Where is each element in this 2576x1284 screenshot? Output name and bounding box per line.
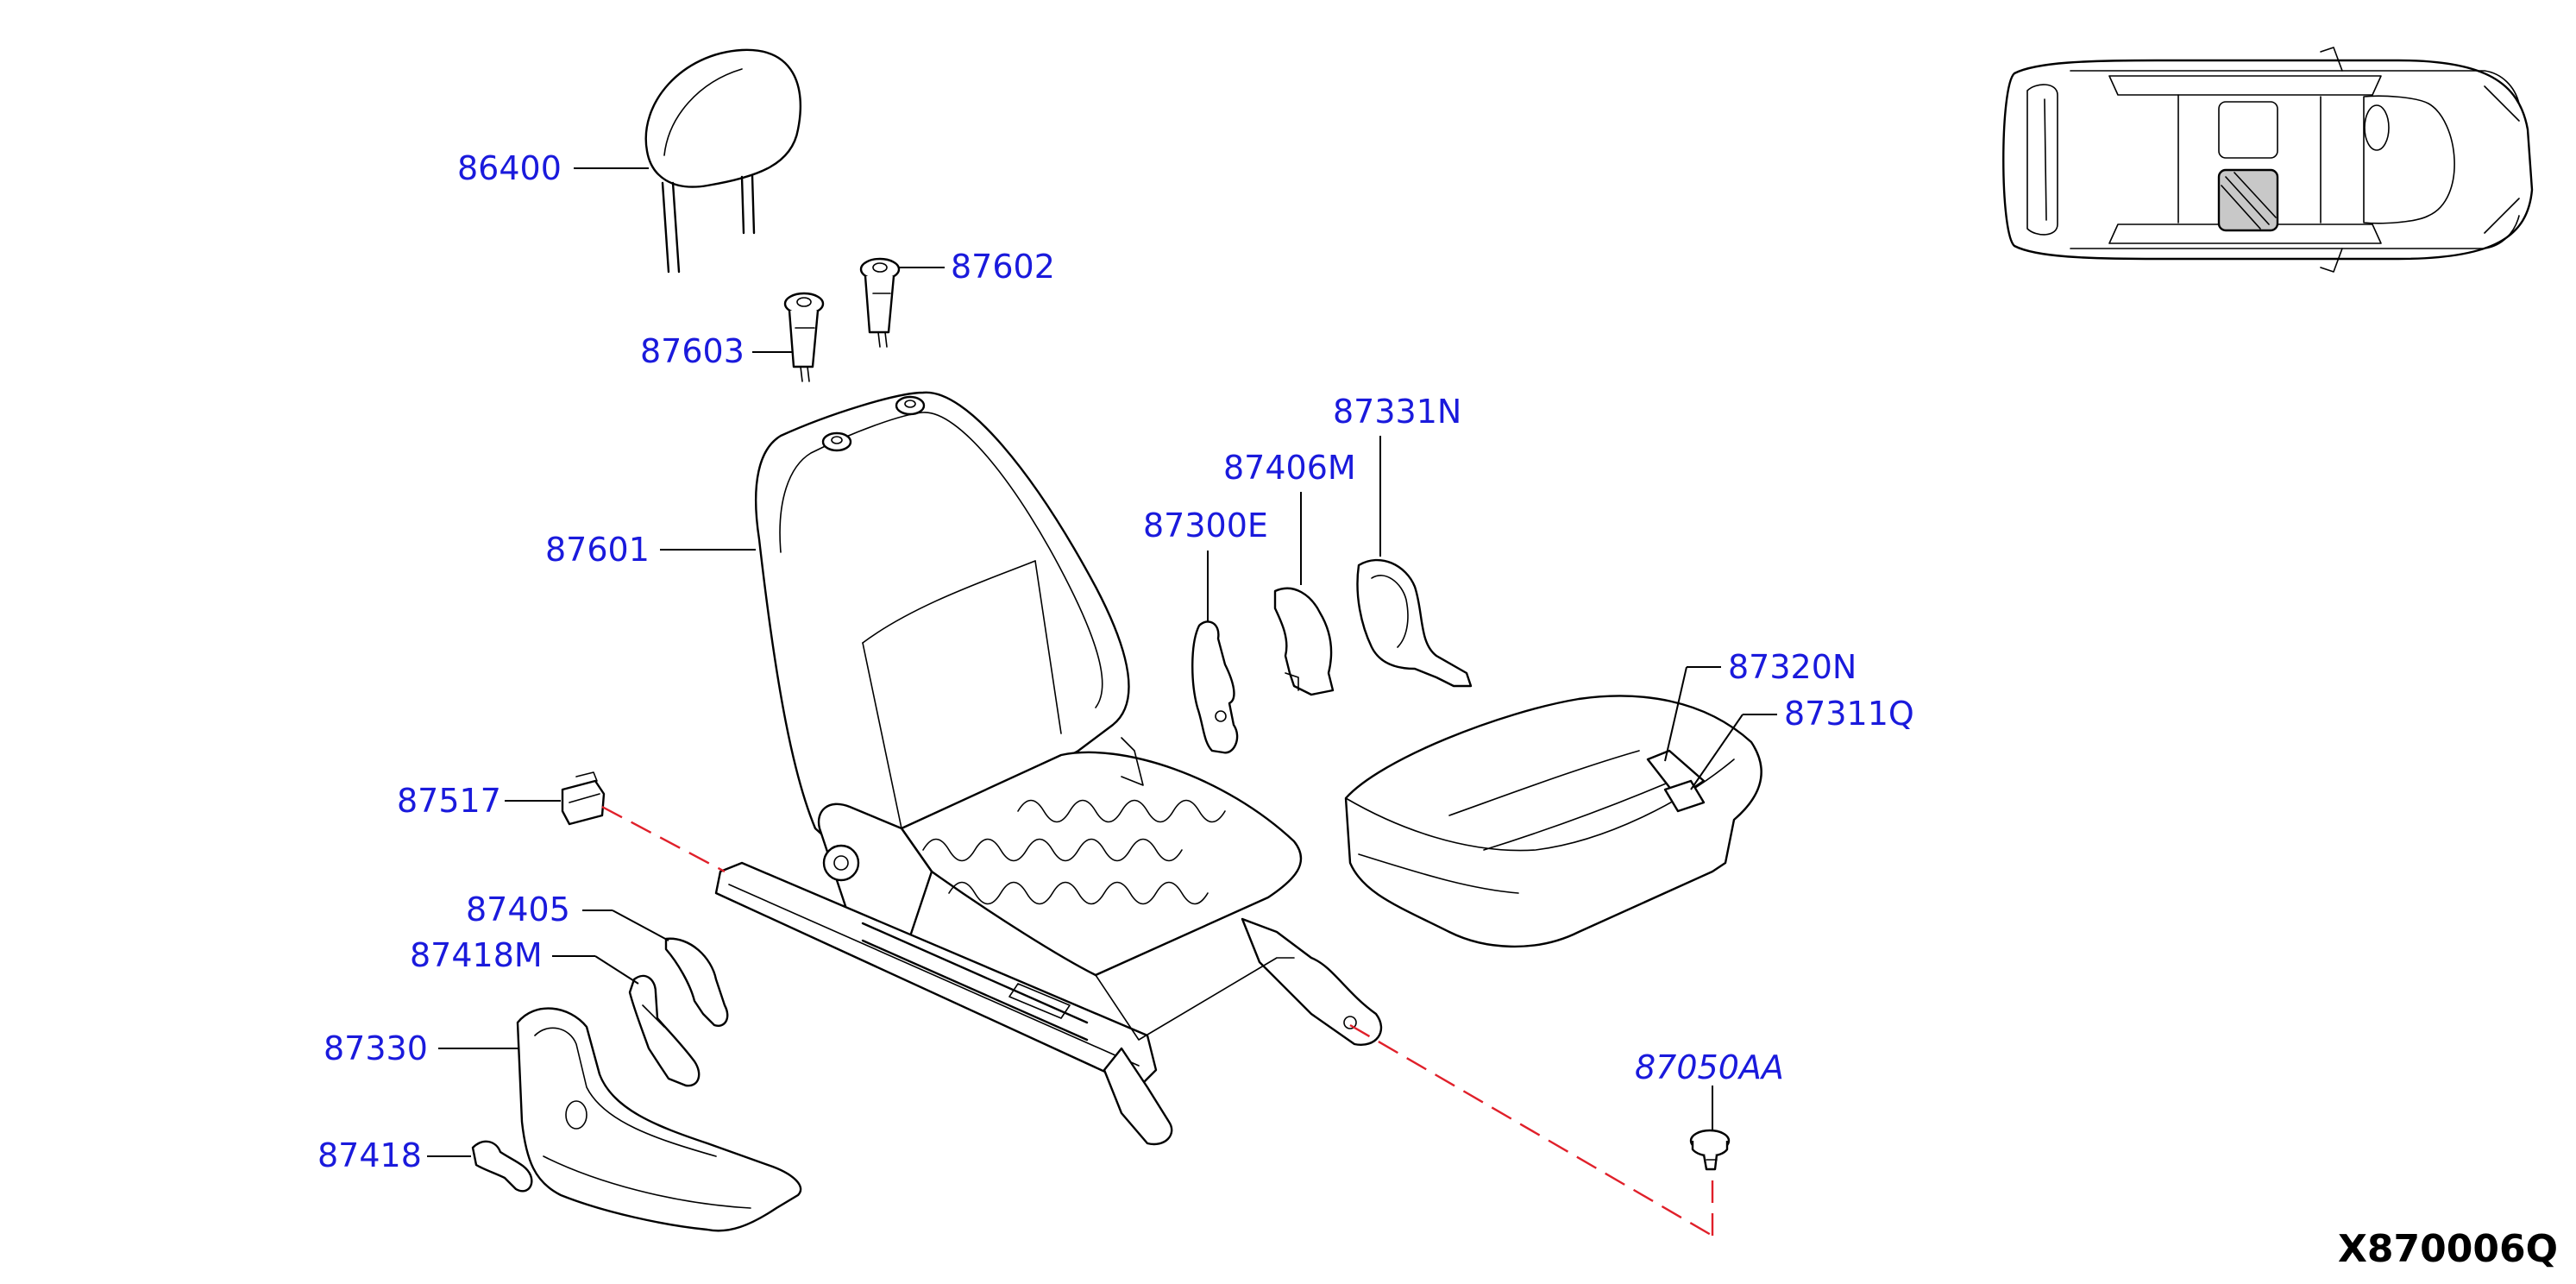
alignment-line-bolt bbox=[1349, 1023, 1713, 1237]
label-86400[interactable]: 86400 bbox=[457, 149, 562, 187]
headrest-guide-right-drawing[interactable] bbox=[859, 257, 901, 348]
label-87517[interactable]: 87517 bbox=[397, 782, 501, 820]
label-87405[interactable]: 87405 bbox=[466, 891, 570, 928]
label-87418[interactable]: 87418 bbox=[317, 1136, 422, 1174]
finisher-87331N-drawing[interactable] bbox=[1356, 558, 1473, 688]
knob-87418-drawing[interactable] bbox=[471, 1140, 533, 1193]
headrest-guide-left-drawing[interactable] bbox=[783, 292, 825, 382]
bolt-87050AA-drawing[interactable] bbox=[1689, 1129, 1731, 1171]
label-87050AA[interactable]: 87050AA bbox=[1635, 1048, 1784, 1086]
seat-frame-drawing[interactable] bbox=[714, 737, 1382, 1146]
vehicle-locator-icon bbox=[2002, 47, 2534, 273]
label-87602[interactable]: 87602 bbox=[951, 248, 1055, 286]
knob-87418M-drawing[interactable] bbox=[628, 974, 701, 1087]
clip-87517-drawing[interactable] bbox=[561, 771, 606, 826]
alignment-line-clip bbox=[601, 805, 726, 873]
label-87406M[interactable]: 87406M bbox=[1223, 449, 1356, 487]
label-87603[interactable]: 87603 bbox=[640, 332, 745, 370]
label-87330[interactable]: 87330 bbox=[324, 1029, 428, 1067]
label-87311Q[interactable]: 87311Q bbox=[1784, 695, 1914, 733]
label-87300E[interactable]: 87300E bbox=[1143, 507, 1268, 544]
seat-back-drawing[interactable] bbox=[754, 391, 1130, 873]
bracket-cover-87300E-drawing[interactable] bbox=[1191, 620, 1239, 754]
bracket-87406M-drawing[interactable] bbox=[1273, 587, 1335, 696]
label-87418M[interactable]: 87418M bbox=[410, 936, 543, 974]
label-87601[interactable]: 87601 bbox=[545, 531, 650, 569]
side-finisher-87330-drawing[interactable] bbox=[516, 1007, 802, 1232]
leader-87320N bbox=[1664, 666, 1687, 762]
label-87320N[interactable]: 87320N bbox=[1728, 648, 1857, 686]
leader-87418M bbox=[594, 955, 639, 985]
diagram-code: X870006Q bbox=[2338, 1227, 2558, 1271]
label-87331N[interactable]: 87331N bbox=[1333, 393, 1461, 431]
headrest-drawing[interactable] bbox=[644, 48, 801, 274]
leader-87311Q bbox=[1690, 714, 1744, 790]
leader-87405 bbox=[612, 910, 669, 941]
knob-cover-87405-drawing[interactable] bbox=[664, 937, 729, 1027]
seat-cushion-drawing[interactable] bbox=[1344, 695, 1762, 948]
